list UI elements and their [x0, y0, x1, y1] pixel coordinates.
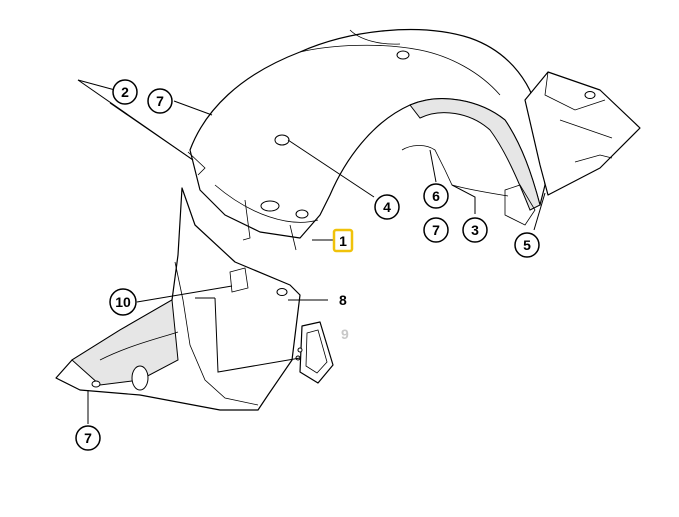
callout-7-middle-label: 7: [432, 222, 440, 238]
callout-7-bottom[interactable]: 7: [75, 425, 101, 451]
label-8[interactable]: 8: [339, 292, 347, 308]
label-9-faded[interactable]: 9: [341, 326, 349, 342]
callout-10[interactable]: 10: [109, 288, 137, 316]
callout-1-selected[interactable]: 1: [332, 228, 354, 253]
callout-3[interactable]: 3: [462, 217, 488, 243]
callout-5-label: 5: [523, 237, 531, 253]
leader-lines: [77, 79, 546, 424]
cover-plate[interactable]: [295, 321, 334, 384]
callout-2[interactable]: 2: [112, 79, 138, 105]
callout-1-label: 1: [339, 233, 347, 249]
callout-7-top[interactable]: 7: [147, 88, 173, 114]
callout-4-label: 4: [383, 199, 391, 215]
callout-2-label: 2: [121, 84, 129, 100]
callout-7-top-label: 7: [156, 93, 164, 109]
callout-6[interactable]: 6: [423, 183, 449, 209]
callout-7-middle[interactable]: 7: [423, 217, 449, 243]
callout-7-bottom-label: 7: [84, 430, 92, 446]
callout-6-label: 6: [432, 188, 440, 204]
rear-extension-panel[interactable]: [524, 71, 641, 196]
callout-10-label: 10: [115, 294, 131, 310]
callout-3-label: 3: [471, 222, 479, 238]
callout-4[interactable]: 4: [374, 194, 400, 220]
wheel-arch-liner-upper[interactable]: [187, 28, 546, 251]
callout-5[interactable]: 5: [514, 232, 540, 258]
wheel-arch-liner-lower[interactable]: [55, 187, 301, 411]
